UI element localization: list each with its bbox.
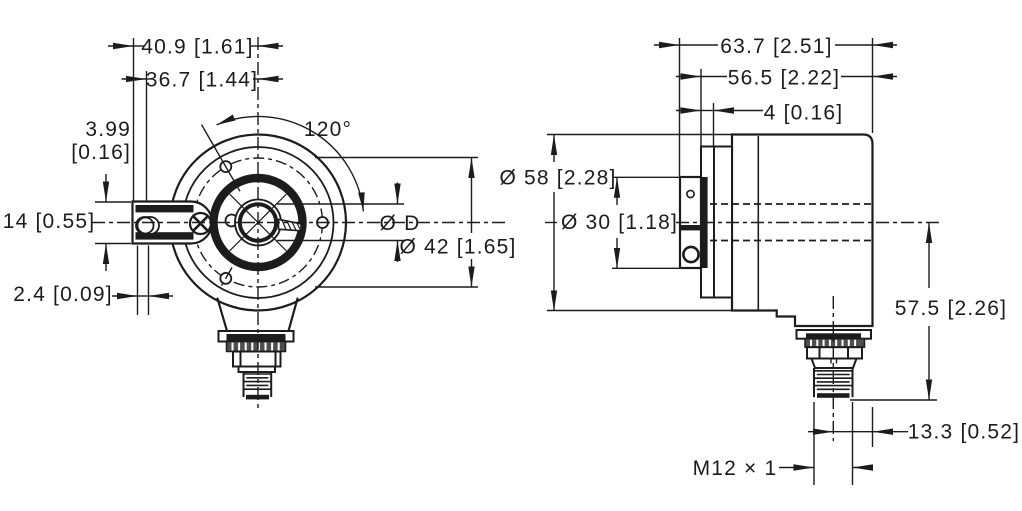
dim-4-label: 4 [0.16] xyxy=(764,102,844,125)
dim-57-5-label: 57.5 [2.26] xyxy=(895,297,1007,320)
collar-hole xyxy=(686,189,695,199)
dim-3-99-in: [0.16] xyxy=(71,141,131,164)
arrowhead xyxy=(216,114,236,125)
dim-57-5: 57.5 [2.26] xyxy=(850,222,1007,401)
dim-shaft-d: Ø D xyxy=(277,182,421,262)
dim-m12: M12 × 1 xyxy=(693,402,873,485)
dim-120-label: 120° xyxy=(304,118,352,141)
dim-3-99: 3.99 [0.16] xyxy=(71,118,131,164)
dim-4: 4 [0.16] xyxy=(676,102,844,146)
collar-slit xyxy=(680,225,701,231)
dim-30-label: Ø 30 [1.18] xyxy=(561,211,678,234)
dim-36-7-label: 36.7 [1.44] xyxy=(146,69,258,92)
dim-14: 14 [0.55] xyxy=(3,174,131,271)
collar-screw xyxy=(682,245,700,264)
dim-42: Ø 42 [1.65] xyxy=(315,156,516,288)
dim-63-7-label: 63.7 [2.51] xyxy=(720,35,832,58)
dim-2-4-label: 2.4 [0.09] xyxy=(13,283,113,306)
dim-40-9-label: 40.9 [1.61] xyxy=(141,36,253,59)
dim-13-3: 13.3 [0.52] xyxy=(808,407,1020,447)
dim-13-3-label: 13.3 [0.52] xyxy=(908,421,1020,444)
dim-m12-label: M12 × 1 xyxy=(693,457,778,480)
arrowhead xyxy=(358,192,365,212)
dim-3-99-mm: 3.99 xyxy=(85,118,131,141)
dim-63-7: 63.7 [2.51] xyxy=(654,35,897,176)
dim-shaft-d-label: Ø D xyxy=(380,212,421,235)
dim-58-label: Ø 58 [2.28] xyxy=(499,167,616,190)
dim-30: Ø 30 [1.18] xyxy=(561,176,680,269)
dim-40-9: 40.9 [1.61] xyxy=(108,36,283,202)
angle-arc xyxy=(216,115,365,212)
dim-58: Ø 58 [2.28] xyxy=(499,133,732,312)
housing-body xyxy=(730,133,874,328)
dim-2-4: 2.4 [0.09] xyxy=(13,245,173,315)
dim-42-label: Ø 42 [1.65] xyxy=(399,236,516,259)
front-view: 40.9 [1.61] 36.7 [1.44] 3.99 [0.16] 14 [… xyxy=(3,36,516,408)
dim-14-label: 14 [0.55] xyxy=(3,210,96,233)
connector-side xyxy=(795,329,872,398)
dim-56-5: 56.5 [2.22] xyxy=(676,67,897,146)
side-view: 63.7 [2.51] 56.5 [2.22] 4 [0.16] Ø 58 [2… xyxy=(499,35,1020,485)
dim-56-5-label: 56.5 [2.22] xyxy=(728,67,840,90)
dim-36-7: 36.7 [1.44] xyxy=(121,69,283,202)
tether-hole xyxy=(136,216,155,235)
